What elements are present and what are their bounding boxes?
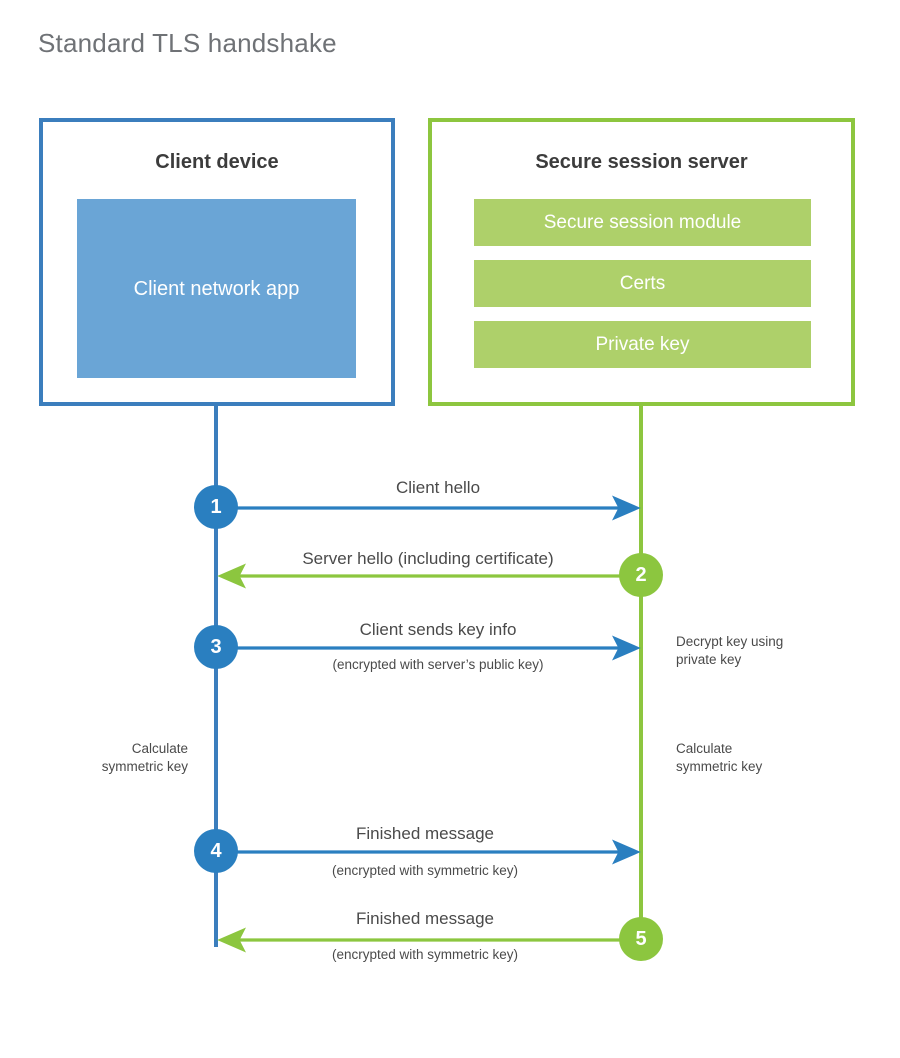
step-circle-2[interactable]: 2 [619, 553, 663, 597]
step-5-sublabel: (encrypted with symmetric key) [331, 947, 519, 962]
step-5-label: Finished message [356, 909, 494, 928]
step-4-label: Finished message [356, 824, 494, 843]
step-4-sublabel: (encrypted with symmetric key) [331, 863, 519, 878]
note-decrypt-key-line-2: private key [676, 652, 742, 668]
note-calc-client-line-2: symmetric key [101, 759, 188, 775]
step-2-label: Server hello (including certificate) [302, 549, 554, 568]
note-calculate-symmetric-key-client: Calculate symmetric key [48, 740, 188, 776]
step-circle-4[interactable]: 4 [194, 829, 238, 873]
client-device-title: Client device [155, 151, 279, 173]
step-3-sublabel: (encrypted with server’s public key) [332, 657, 544, 672]
secure-session-server-title: Secure session server [535, 151, 748, 173]
step-circle-3[interactable]: 3 [194, 625, 238, 669]
client-lifeline [214, 402, 218, 947]
client-device-box: Client device Client network app [39, 118, 395, 406]
note-calculate-symmetric-key-server: Calculate symmetric key [676, 740, 836, 776]
step-circle-1[interactable]: 1 [194, 485, 238, 529]
server-module-certs: Certs [474, 260, 811, 307]
step-circle-5[interactable]: 5 [619, 917, 663, 961]
server-module-list: Secure session module Certs Private key [474, 199, 811, 368]
step-3-label: Client sends key info [359, 620, 517, 639]
page-title: Standard TLS handshake [38, 28, 337, 58]
server-lifeline [639, 402, 643, 942]
note-calc-client-line-1: Calculate [131, 741, 188, 756]
step-1-label: Client hello [395, 478, 481, 497]
note-calc-server-line-2: symmetric key [676, 759, 763, 775]
secure-session-server-box: Secure session server Secure session mod… [428, 118, 855, 406]
note-decrypt-key: Decrypt key using private key [676, 633, 856, 669]
note-calc-server-line-1: Calculate [676, 741, 733, 756]
server-module-secure-session: Secure session module [474, 199, 811, 246]
server-module-private-key: Private key [474, 321, 811, 368]
note-decrypt-key-line-1: Decrypt key using [676, 634, 784, 649]
client-network-app-module: Client network app [77, 199, 356, 378]
